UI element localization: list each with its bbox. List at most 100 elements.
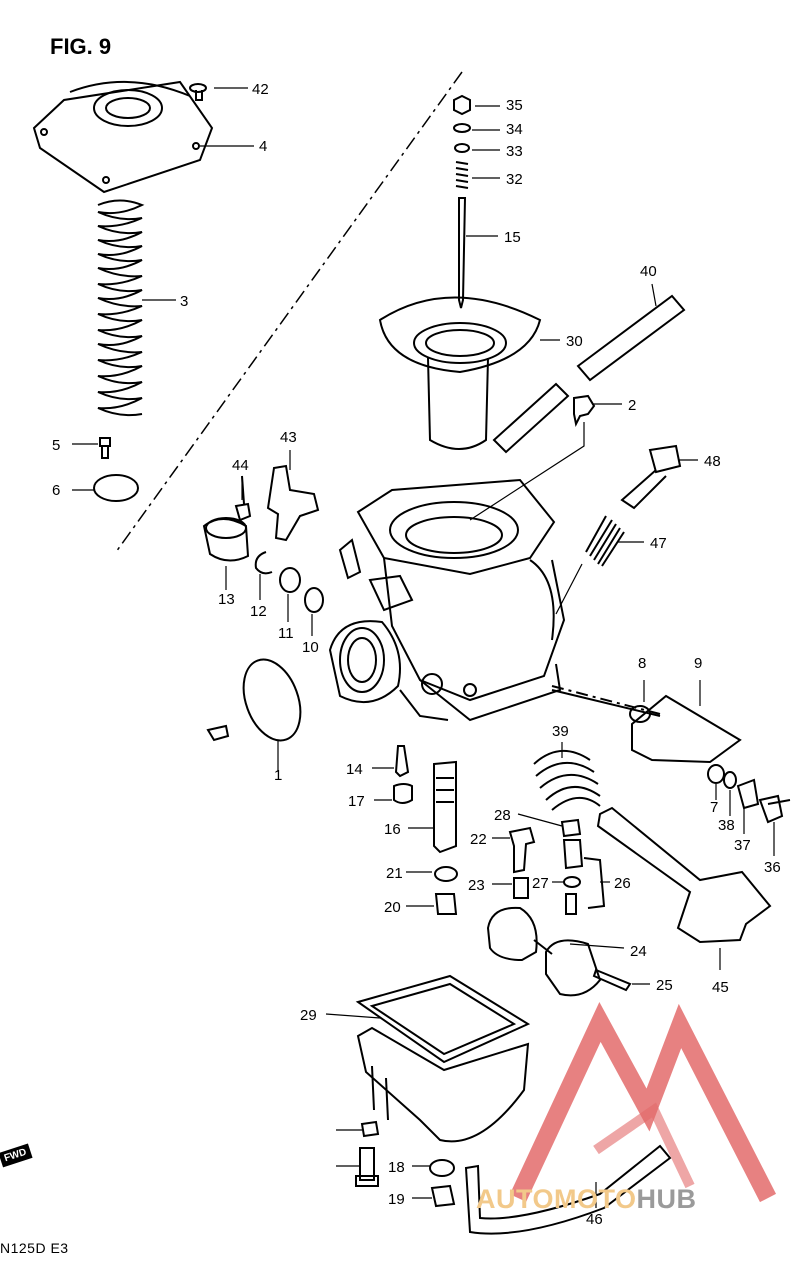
screw-40 xyxy=(189,83,207,101)
bushing-13-top xyxy=(205,517,247,539)
washer-37 xyxy=(723,771,737,789)
callout-39: 40 xyxy=(640,263,657,280)
watermark-part3: HUB xyxy=(636,1184,697,1214)
callout-7: 7 xyxy=(710,799,718,816)
float-right-24 xyxy=(545,939,602,997)
watermark-logo xyxy=(509,1002,777,1203)
cover-1 xyxy=(242,658,302,742)
callout-37: 38 xyxy=(718,817,735,834)
screw-47 xyxy=(355,1147,379,1187)
washer-8 xyxy=(629,705,651,723)
callout-6: 6 xyxy=(52,482,60,499)
callout-1: 1 xyxy=(274,767,282,784)
callout-3: 3 xyxy=(180,293,188,310)
spring-45 xyxy=(585,515,625,567)
callout-40: 42 xyxy=(252,81,269,98)
callout-33: 34 xyxy=(506,121,523,138)
callout-12: 12 xyxy=(250,603,267,620)
callout-29: 29 xyxy=(300,1007,317,1024)
callout-4: 4 xyxy=(259,138,267,155)
part-27-body xyxy=(565,893,577,915)
callout-11: 11 xyxy=(278,625,294,642)
callout-36: 37 xyxy=(734,837,751,854)
float-link xyxy=(533,939,553,955)
watermark-part1: AUTO xyxy=(476,1184,555,1214)
fitting-2 xyxy=(573,394,596,428)
bowl-ribs xyxy=(371,1065,389,1121)
callout-8: 8 xyxy=(638,655,646,672)
bracket-26 xyxy=(583,857,606,909)
washer-7 xyxy=(707,764,725,784)
plate-6 xyxy=(93,474,139,502)
guide-line xyxy=(115,71,463,553)
throttle-shaft-43 xyxy=(596,806,772,944)
watermark-part2: MOTO xyxy=(554,1184,637,1214)
callout-38: 39 xyxy=(552,723,569,740)
lever-41 xyxy=(266,464,320,542)
spring-36 xyxy=(736,778,760,810)
callout-labels: 42 4 3 5 6 35 34 33 32 15 30 40 2 48 47 … xyxy=(52,81,781,1228)
callout-14: 14 xyxy=(346,761,363,778)
callout-20: 20 xyxy=(384,899,401,916)
bushing-13 xyxy=(202,518,250,562)
callout-43: 45 xyxy=(712,979,729,996)
choke-rod xyxy=(551,689,661,717)
callout-45: 47 xyxy=(650,535,667,552)
callout-46: 48 xyxy=(704,453,721,470)
washer-10 xyxy=(304,587,324,613)
figure-title: FIG. 9 xyxy=(50,34,112,59)
gasket-29-inner xyxy=(369,982,517,1056)
choke-axis xyxy=(551,685,661,715)
callout-22: 22 xyxy=(470,831,487,848)
oring-27 xyxy=(563,876,581,888)
part-48 xyxy=(360,1120,380,1138)
callout-16: 16 xyxy=(384,821,401,838)
callout-24: 24 xyxy=(630,943,647,960)
callout-9: 9 xyxy=(694,655,702,672)
spring-3 xyxy=(97,199,145,417)
screw-46 xyxy=(620,444,682,510)
needle-assembly xyxy=(453,94,471,309)
screw-35 xyxy=(758,794,791,824)
oring-21 xyxy=(434,866,458,882)
watermark-text: AUTOMOTOHUB xyxy=(476,1184,697,1215)
callout-34: 35 xyxy=(506,97,523,114)
oring-18 xyxy=(429,1159,455,1177)
callout-23: 23 xyxy=(468,877,485,894)
washer-11 xyxy=(279,567,301,593)
callout-25: 25 xyxy=(656,977,673,994)
carburetor-body xyxy=(328,478,566,722)
callout-32: 33 xyxy=(506,143,523,160)
jet-23 xyxy=(513,877,529,899)
part-28 xyxy=(560,818,584,870)
callout-30: 30 xyxy=(566,333,583,350)
callout-28: 28 xyxy=(494,807,511,824)
hose-segment xyxy=(492,382,570,454)
cover-screw xyxy=(206,724,230,742)
spring-38 xyxy=(533,749,601,811)
jet-14 xyxy=(394,745,410,778)
jet-20 xyxy=(434,893,458,915)
callout-5: 5 xyxy=(52,437,60,454)
callout-27: 27 xyxy=(532,875,549,892)
callout-17: 17 xyxy=(348,793,365,810)
top-cap-part xyxy=(32,80,214,194)
needle-valve-22 xyxy=(508,826,536,874)
pin-25 xyxy=(592,968,632,992)
callout-26: 26 xyxy=(614,875,631,892)
callout-10: 10 xyxy=(302,639,319,656)
callout-42: 44 xyxy=(232,457,249,474)
drain-hose-44 xyxy=(464,1144,672,1235)
callout-31: 32 xyxy=(506,171,523,188)
clip-12 xyxy=(254,551,273,575)
callout-15: 15 xyxy=(504,229,521,246)
callout-44: 46 xyxy=(586,1211,603,1228)
float-bowl xyxy=(356,1026,530,1143)
leader-lines xyxy=(72,87,775,1208)
float-left-24 xyxy=(486,906,538,962)
model-code: N125D E3 xyxy=(0,1240,69,1256)
choke-lever-9 xyxy=(631,694,742,764)
diaphragm-piston-30 xyxy=(378,296,542,450)
